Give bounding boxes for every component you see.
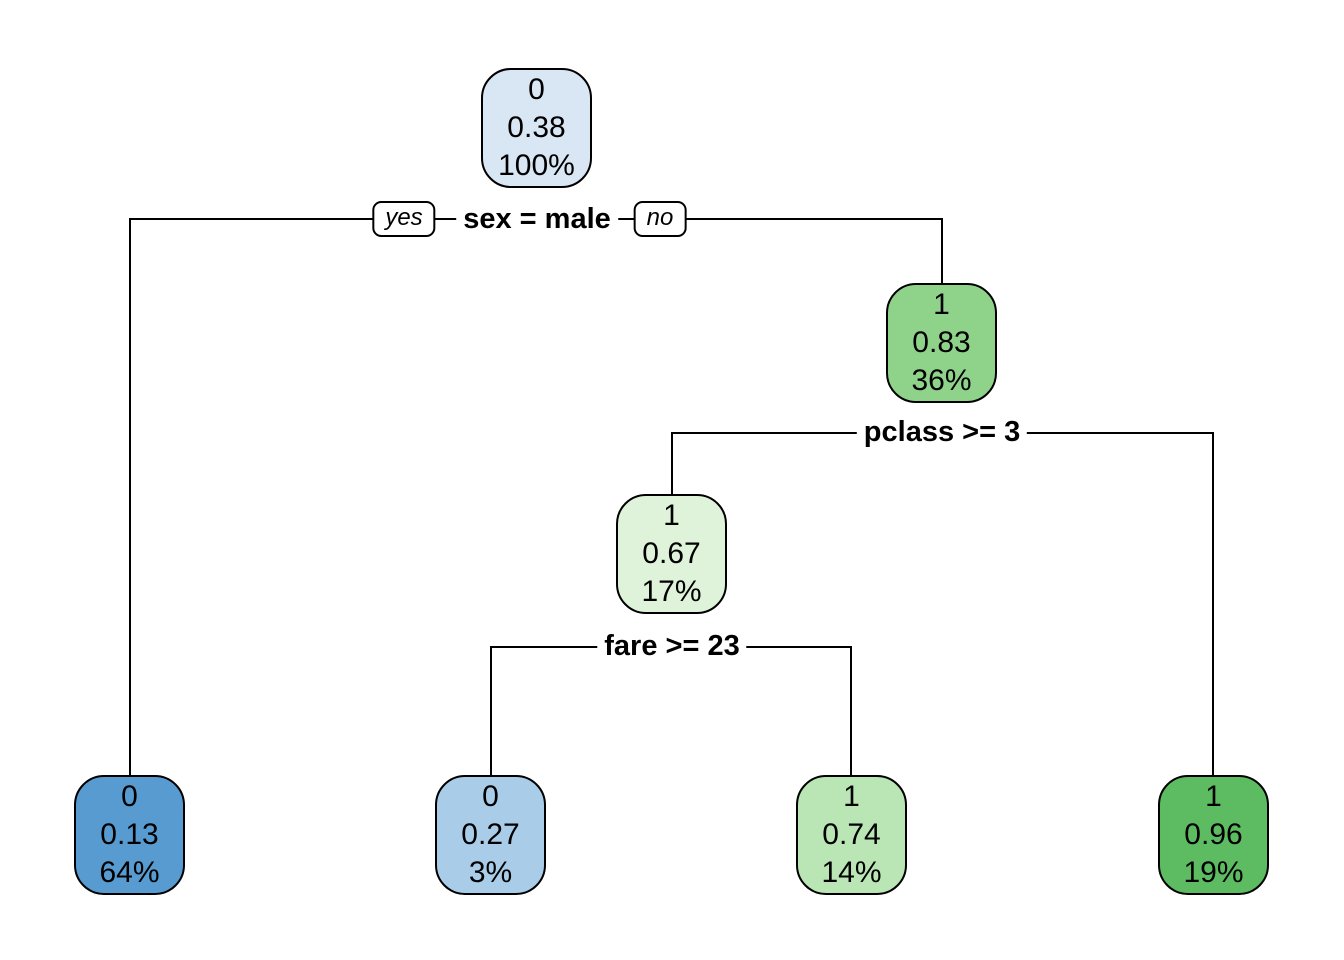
tree-node-pclass-yes: 1 0.67 17% <box>616 494 727 614</box>
branch-line-sex-yes-vertical <box>129 218 131 775</box>
node-class-label: 0 <box>121 780 138 813</box>
node-probability: 0.74 <box>822 818 881 851</box>
tree-node-sex-no: 1 0.83 36% <box>886 283 997 403</box>
branch-line-pclass-no-vertical <box>1212 432 1214 775</box>
node-probability: 0.67 <box>642 537 701 570</box>
node-coverage: 14% <box>821 856 882 889</box>
split-label-sex: sex = male <box>456 203 618 236</box>
node-coverage: 3% <box>468 856 513 889</box>
node-class-label: 1 <box>663 499 680 532</box>
node-probability: 0.13 <box>100 818 159 851</box>
node-coverage: 100% <box>498 149 575 182</box>
node-probability: 0.27 <box>461 818 520 851</box>
tree-leaf-pclass-no: 1 0.96 19% <box>1158 775 1269 895</box>
branch-badge-no: no <box>633 201 687 237</box>
node-coverage: 17% <box>641 575 702 608</box>
node-probability: 0.83 <box>912 326 971 359</box>
node-coverage: 64% <box>99 856 160 889</box>
node-class-label: 1 <box>843 780 860 813</box>
tree-leaf-fare-yes: 0 0.27 3% <box>435 775 546 895</box>
node-class-label: 0 <box>528 73 545 106</box>
tree-leaf-fare-no: 1 0.74 14% <box>796 775 907 895</box>
tree-leaf-sex-yes: 0 0.13 64% <box>74 775 185 895</box>
branch-line-sex-no-vertical <box>941 218 943 284</box>
split-label-pclass: pclass >= 3 <box>856 416 1028 449</box>
branch-line-pclass-yes-vertical <box>671 432 673 495</box>
tree-node-root: 0 0.38 100% <box>481 68 592 188</box>
node-coverage: 19% <box>1183 856 1244 889</box>
node-probability: 0.38 <box>507 111 566 144</box>
branch-line-fare-yes-vertical <box>490 646 492 775</box>
node-class-label: 1 <box>1205 780 1222 813</box>
branch-badge-yes: yes <box>372 201 436 237</box>
node-class-label: 1 <box>933 288 950 321</box>
node-probability: 0.96 <box>1184 818 1243 851</box>
branch-line-fare-no-vertical <box>850 646 852 775</box>
node-coverage: 36% <box>911 364 972 397</box>
node-class-label: 0 <box>482 780 499 813</box>
split-label-fare: fare >= 23 <box>597 630 747 663</box>
